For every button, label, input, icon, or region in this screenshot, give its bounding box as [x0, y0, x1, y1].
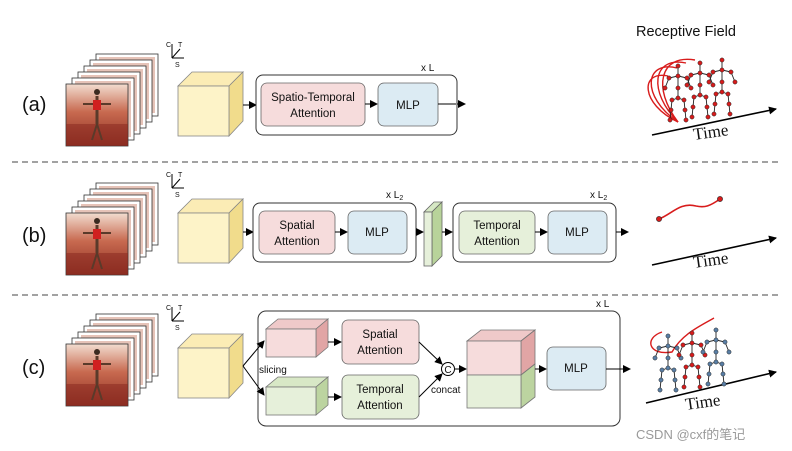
- row-c: (c) C T S x L slicing: [22, 299, 631, 427]
- skeleton: [706, 57, 738, 117]
- temporal-slice-cube: [264, 376, 330, 416]
- axis-s-label: S: [175, 62, 180, 69]
- axis-c-label: C: [166, 42, 171, 49]
- mlp-label-a: MLP: [396, 100, 420, 112]
- temporal-attention-line2: Attention: [474, 236, 519, 248]
- axis-c-label: C: [166, 172, 171, 179]
- intermediate-slab: [423, 201, 443, 267]
- row-a-label: (a): [22, 94, 46, 116]
- token-cube-a: [177, 71, 244, 138]
- temporal-attention-line1: Temporal: [356, 384, 403, 396]
- frame-stack-c: [65, 313, 159, 407]
- slicing-label: slicing: [259, 365, 287, 376]
- spatial-attention-line2: Attention: [357, 345, 402, 357]
- spatial-attention-line2: Attention: [274, 236, 319, 248]
- spatial-attention-line1: Spatial: [362, 329, 397, 341]
- concatenated-cube: [465, 329, 537, 409]
- temporal-attention-block-c: [341, 374, 420, 420]
- video-frame: [65, 83, 129, 147]
- receptive-field-title: Receptive Field: [636, 24, 736, 40]
- concat-symbol: C: [444, 365, 451, 376]
- skeleton: [676, 330, 708, 390]
- spatial-slice-cube: [264, 318, 330, 358]
- axis-s-label: S: [175, 192, 180, 199]
- axis-c-label: C: [166, 305, 171, 312]
- receptive-field-a: Receptive Field Time: [636, 24, 777, 144]
- concat-icon: [441, 362, 455, 376]
- axes-icon-a: C T S: [166, 42, 184, 69]
- axes-icon-b: C T S: [166, 172, 184, 199]
- repeat-label-c: x L: [596, 299, 610, 310]
- skeleton: [700, 327, 732, 387]
- skeleton: [652, 333, 684, 393]
- axes-icon-c: C T S: [166, 305, 184, 332]
- concat-label: concat: [431, 385, 461, 396]
- mlp-label-b2: MLP: [565, 227, 589, 239]
- temporal-attention-line1: Temporal: [473, 220, 520, 232]
- skeleton-graph-a: [662, 57, 738, 123]
- skeleton-graph-c: [652, 327, 732, 393]
- temporal-attention-line2: Attention: [357, 400, 402, 412]
- mlp-label-b1: MLP: [365, 227, 389, 239]
- frame-stack-a: [65, 53, 159, 147]
- receptive-field-b: Time: [651, 196, 777, 272]
- row-a: (a) C T S x L Spatio-Temporal Attention …: [22, 42, 466, 147]
- skeleton: [684, 60, 716, 120]
- axis-t-label: T: [178, 42, 183, 49]
- repeat-label-b-temporal: x L2: [590, 190, 607, 202]
- spatio-temporal-attention-line1: Spatio-Temporal: [271, 92, 355, 104]
- spatial-attention-line1: Spatial: [279, 220, 314, 232]
- row-b: (b) C T S x L2 Spatial Attention MLP: [22, 172, 629, 276]
- row-b-label: (b): [22, 225, 46, 247]
- frame-stack-b: [65, 182, 159, 276]
- token-cube-b: [177, 198, 244, 265]
- mlp-block-b1: [347, 210, 408, 255]
- axis-t-label: T: [178, 305, 183, 312]
- video-frame: [65, 212, 129, 276]
- video-frame: [65, 343, 129, 407]
- time-label-c: Time: [684, 390, 722, 414]
- axis-s-label: S: [175, 325, 180, 332]
- row-c-label: (c): [22, 357, 45, 379]
- receptive-field-c: Time: [645, 317, 777, 414]
- mlp-label-c: MLP: [564, 363, 588, 375]
- repeat-label-b-spatial: x L2: [386, 190, 403, 202]
- spatio-temporal-attention-line2: Attention: [290, 108, 335, 120]
- watermark: CSDN @cxf的笔记: [636, 427, 745, 442]
- time-label-a: Time: [692, 120, 730, 144]
- mlp-block-b2: [547, 210, 608, 255]
- token-cube-c: [177, 333, 244, 400]
- repeat-label-a: x L: [421, 63, 435, 74]
- skeleton: [662, 63, 694, 123]
- spatial-attention-block-c: [341, 319, 420, 365]
- axis-t-label: T: [178, 172, 183, 179]
- time-label-b: Time: [692, 248, 730, 272]
